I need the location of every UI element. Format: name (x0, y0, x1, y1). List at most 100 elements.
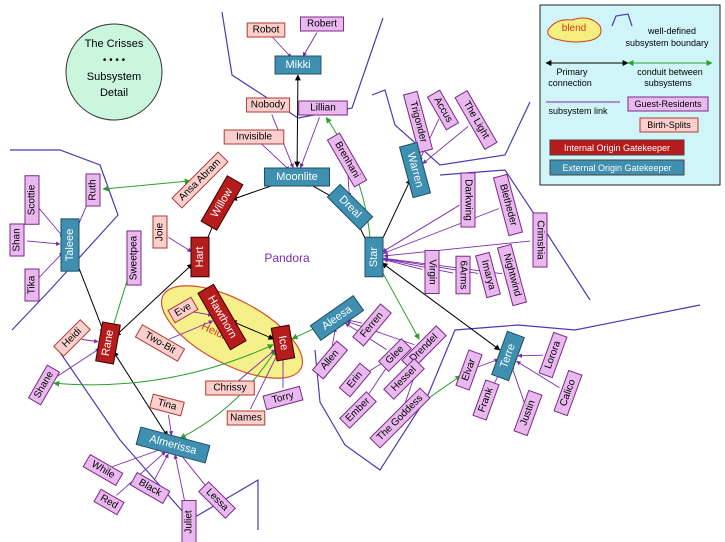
edge-primary-star-warren (377, 178, 412, 249)
legend-external: External Origin Gatekeeper (562, 163, 671, 173)
edge-subsystem-red-almerissa (116, 451, 166, 496)
node-box-scottie (24, 175, 40, 225)
edge-subsystem-thelight-warren (422, 125, 469, 165)
node-allen: Allen (311, 340, 349, 380)
node-lorora: Lorora (538, 331, 568, 379)
legend-boundary-swatch (611, 13, 633, 27)
node-chrissy: Chrissy (205, 380, 255, 396)
node-box-mikki (274, 55, 322, 75)
node-box-lessa (198, 481, 236, 519)
node-brenhani: Brenhani (326, 132, 368, 188)
node-box-almerissa (135, 426, 211, 464)
center-label: Pandora (264, 251, 310, 265)
legend-boundary-2: subsystem boundary (625, 38, 709, 48)
legend-conduit-2: subsystems (644, 78, 692, 88)
node-box-torry (262, 385, 304, 411)
node-label-nobody: Nobody (251, 100, 285, 111)
node-label-darkwing: Darkwing (463, 179, 474, 221)
node-imarya: Imarya (475, 251, 501, 299)
legend-birth: Birth-Splits (647, 120, 691, 130)
node-box-sweetpea (126, 230, 142, 286)
boundary-terre (427, 304, 701, 396)
node-label-invisible: Invisible (236, 132, 273, 143)
node-label-6arms: 6Arms (458, 261, 469, 290)
node-virgin: Virgin (424, 249, 440, 295)
node-black: Black (129, 471, 171, 505)
node-willow: Willow (200, 175, 244, 231)
edge-conduit-ice-shane (53, 344, 274, 387)
node-erin: Erin (338, 362, 372, 398)
edge-subsystem-lorora-terre (517, 353, 544, 358)
node-box-hart (190, 236, 210, 278)
legend-birth-swatch (639, 117, 699, 133)
title-badge: The Crisses • • • • Subsystem Detail (65, 23, 163, 121)
node-box-brenhani (326, 132, 368, 188)
node-box-ice (270, 324, 296, 362)
node-label-thegoddess: The Goddess (375, 393, 425, 443)
edge-subsystem-bletheder-star (382, 208, 499, 255)
legend-internal-swatch (549, 139, 685, 156)
node-label-crimshia: Crimshia (535, 220, 546, 260)
node-rane: Rane (95, 321, 121, 365)
legend-blend: blend (562, 23, 586, 34)
node-ice: Ice (270, 324, 296, 362)
node-box-nightwind (496, 243, 528, 307)
node-bletheder: Bletheder (492, 173, 524, 237)
node-box-imarya (475, 251, 501, 299)
node-warren: Warren (398, 141, 432, 199)
node-box-eve (167, 296, 199, 324)
legend-primary-1: Primary (557, 67, 588, 77)
node-elvar: Elvar (455, 349, 483, 391)
node-box-accus (426, 89, 460, 131)
node-box-moonlite (263, 167, 331, 187)
node-box-drendel (401, 325, 447, 371)
node-label-drendel: Drendel (408, 332, 441, 365)
edge-subsystem-black-almerissa (154, 453, 169, 480)
edge-subsystem-tina-almerissa (168, 414, 174, 436)
node-label-joie: Joie (155, 222, 166, 241)
node-box-darkwing (460, 172, 476, 228)
legend-conduit-1: conduit between (637, 67, 703, 77)
edge-subsystem-shan-taleee (26, 240, 61, 246)
node-box-nobody (245, 97, 291, 113)
edge-subsystem-justin-terre (510, 365, 526, 404)
edge-subsystem-lillian-moonlite (299, 117, 320, 169)
node-box-dreal (326, 183, 374, 231)
node-invisible: Invisible (223, 129, 285, 145)
legend-primary-2: connection (548, 78, 592, 88)
node-box-trigonder (402, 90, 434, 154)
node-box-ember (339, 391, 377, 429)
edge-primary-mikki-moonlite (294, 74, 301, 168)
edge-subsystem-robot-mikki (272, 37, 292, 58)
node-box-lorora (538, 331, 568, 379)
legend-blend-swatch (547, 17, 602, 43)
edge-subsystem-twobit-hawthorn (169, 320, 214, 340)
edge-subsystem-while-almerissa (112, 447, 165, 468)
node-frank: Frank (472, 379, 500, 421)
node-box-names (226, 410, 266, 426)
node-accus: Accus (426, 89, 460, 131)
node-label-hart: Hart (194, 247, 206, 268)
edge-primary-rane-almerissa (112, 350, 169, 438)
node-box-terre (491, 330, 525, 382)
node-label-chrissy: Chrissy (213, 383, 246, 394)
node-hart: Hart (190, 236, 210, 278)
edge-subsystem-darkwing-star (382, 204, 460, 253)
edge-subsystem-tika-taleee (38, 251, 64, 279)
title-line-3: Subsystem (87, 71, 141, 83)
node-label-robert: Robert (307, 19, 337, 30)
node-label-moonlite: Moonlite (276, 171, 318, 183)
node-ember: Ember (339, 391, 377, 429)
node-sweetpea: Sweetpea (126, 230, 142, 286)
node-moonlite: Moonlite (263, 167, 331, 187)
node-box-glee (378, 338, 412, 372)
node-nightwind: Nightwind (496, 243, 528, 307)
node-box-red (93, 488, 125, 516)
node-while: While (82, 453, 124, 487)
node-justin: Justin (513, 389, 543, 437)
node-box-crimshia (532, 212, 548, 268)
node-box-thelight (454, 90, 498, 150)
edge-subsystem-robert-mikki (302, 32, 318, 57)
node-box-warren (398, 141, 432, 199)
